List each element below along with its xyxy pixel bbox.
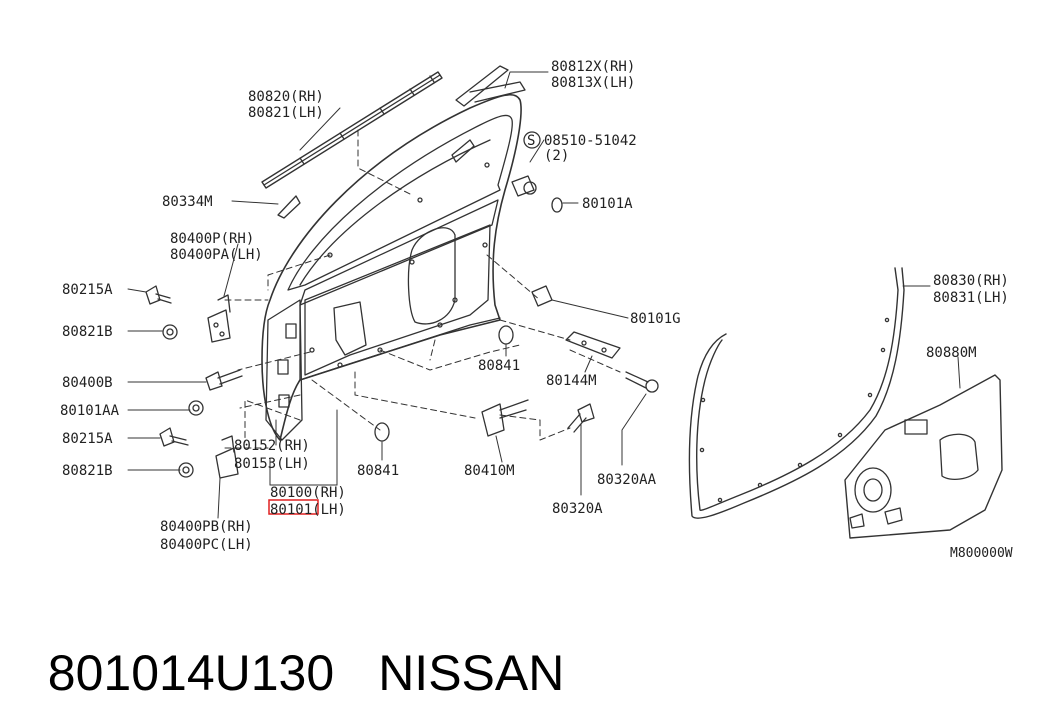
label-80400p-rh: 80400P(RH) <box>170 231 254 247</box>
highlight-box <box>268 499 319 515</box>
leader-lines <box>127 71 961 519</box>
label-80101g: 80101G <box>630 311 681 327</box>
screw-08510 <box>511 175 537 197</box>
label-80841-left: 80841 <box>357 463 399 479</box>
label-80400b: 80400B <box>62 375 113 391</box>
diagram-drawing <box>127 65 1003 539</box>
guide-lines <box>224 129 621 449</box>
hinge-80400P <box>207 294 231 343</box>
parts-diagram: 80812X(RH) 80813X(LH) 80820(RH) 80821(LH… <box>60 59 1013 561</box>
part-caption: 801014U130 NISSAN <box>20 598 565 701</box>
diagram-code: M800000W <box>950 546 1013 561</box>
protector-80334M <box>277 195 301 219</box>
door-shell-part <box>261 93 522 441</box>
label-80820-rh: 80820(RH) <box>248 89 324 105</box>
label-80821-lh: 80821(LH) <box>248 105 324 121</box>
door-hem-line <box>299 317 501 381</box>
brand-name: NISSAN <box>378 645 565 701</box>
label-80812x-rh: 80812X(RH) <box>551 59 635 75</box>
label-80841-right: 80841 <box>478 358 520 374</box>
label-80152-rh: 80152(RH) <box>234 438 310 454</box>
label-80410m: 80410M <box>464 463 515 479</box>
bolt-80320A <box>567 403 595 433</box>
label-80100-rh: 80100(RH) <box>270 485 346 501</box>
label-80144m: 80144M <box>546 373 597 389</box>
outer-weatherstrip-part <box>261 71 443 189</box>
label-80320aa: 80320AA <box>597 472 657 488</box>
label-80334m: 80334M <box>162 194 213 210</box>
plug-80101A <box>551 197 563 213</box>
label-80215a-bottom: 80215A <box>62 431 113 447</box>
nut-80101AA <box>188 400 204 416</box>
label-80821b-bottom: 80821B <box>62 463 113 479</box>
label-80400pc-lh: 80400PC(LH) <box>160 537 253 553</box>
bolt-80215A-top <box>145 285 172 305</box>
check-link-80410M <box>481 399 529 437</box>
label-80821b-top: 80821B <box>62 324 113 340</box>
label-80153-lh: 80153(LH) <box>234 456 310 472</box>
nut-80821B-top <box>162 324 178 340</box>
bolt-80320AA <box>625 371 659 393</box>
label-80101-lh: 80101(LH) <box>270 502 346 518</box>
label-80101aa: 80101AA <box>60 403 120 419</box>
label-80400pa-lh: 80400PA(LH) <box>170 247 263 263</box>
grommet-80841-left <box>374 422 390 442</box>
label-80830-rh: 80830(RH) <box>933 273 1009 289</box>
label-80215a-top: 80215A <box>62 282 113 298</box>
bolt-80215A-bottom <box>159 427 189 447</box>
hinge-80400PB <box>215 435 239 479</box>
body-weatherstrip-80830 <box>688 267 905 519</box>
bolt-80400B <box>205 369 243 391</box>
label-80320a: 80320A <box>552 501 603 517</box>
label-80813x-lh: 80813X(LH) <box>551 75 635 91</box>
label-08510-51042: 08510-51042 <box>544 133 637 149</box>
nut-80821B-bottom <box>178 462 194 478</box>
door-trim-80880M <box>844 374 1003 539</box>
s-symbol-icon <box>523 131 541 149</box>
label-80831-lh: 80831(LH) <box>933 290 1009 306</box>
part-number: 801014U130 <box>47 645 335 701</box>
label-qty-2: (2) <box>544 148 569 164</box>
label-80101a: 80101A <box>582 196 633 212</box>
label-s-letter: S <box>527 133 535 149</box>
callout-labels: 80812X(RH) 80813X(LH) 80820(RH) 80821(LH… <box>60 59 1013 561</box>
door-sash-part <box>451 65 526 163</box>
bracket-80144M <box>565 331 621 359</box>
label-80400pb-rh: 80400PB(RH) <box>160 519 253 535</box>
grommet-80841-right <box>498 325 514 345</box>
label-80880m: 80880M <box>926 345 977 361</box>
